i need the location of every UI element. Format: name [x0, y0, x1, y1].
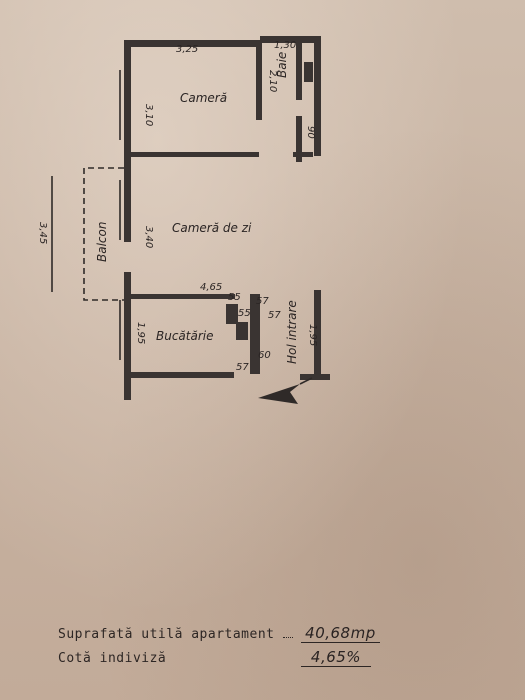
shaft-block — [236, 322, 248, 340]
dim-balcon-length: 3,45 — [37, 222, 48, 244]
partition-hol-stub — [296, 116, 302, 162]
dim-hol-door: 90 — [305, 126, 316, 139]
dim-shaft: 55 — [238, 308, 251, 319]
partition-hol-door — [293, 152, 313, 157]
dim-shaft: 57 — [236, 362, 249, 373]
dim-camera-depth: 3,10 — [143, 104, 154, 126]
dim-camera-width: 3,25 — [176, 44, 198, 55]
wall-bottom-right — [300, 374, 330, 380]
wall-left-mid — [124, 160, 131, 242]
partition-bath-right — [296, 40, 302, 100]
wall-left-upper — [124, 40, 131, 160]
north-arrow-icon — [258, 384, 300, 404]
room-label-camera-de-zi: Cameră de zi — [172, 221, 252, 235]
dim-baie-depth: 2,10 — [267, 70, 278, 92]
balcony-outline — [83, 167, 124, 301]
partition-camera-living — [131, 152, 259, 157]
wall-top-right — [260, 36, 320, 43]
north-arrow-stem — [299, 377, 313, 385]
partition-living-kitchen — [131, 294, 235, 299]
area-label: Suprafată utilă apartament — [58, 627, 275, 642]
dim-shaft: 55 — [228, 292, 241, 303]
wall-bottom — [124, 372, 234, 378]
room-label-bucatarie: Bucătărie — [156, 329, 214, 343]
bath-shaft — [304, 62, 313, 82]
dim-kitchen-width: 4,65 — [200, 282, 222, 293]
room-label-balcon: Balcon — [95, 222, 109, 262]
wall-right-bottom — [314, 290, 321, 380]
partition-kitchen-hol — [250, 294, 260, 374]
dim-shaft: 57 — [268, 310, 281, 321]
room-label-camera: Cameră — [180, 91, 227, 105]
room-label-hol: Hol intrare — [285, 300, 299, 364]
wall-left-lower — [124, 272, 131, 400]
share-value: 4,65% — [300, 648, 372, 667]
room-label-baie: Baie — [275, 52, 289, 78]
area-value: 40,68mp — [301, 624, 380, 643]
shaft-block — [226, 304, 238, 324]
share-row: Cotă indiviză 4,65% — [58, 648, 372, 667]
area-row: Suprafată utilă apartament 40,68mp — [58, 624, 380, 643]
partition-bath-left-upper — [256, 40, 262, 120]
dim-living-depth: 3,40 — [143, 226, 154, 248]
wall-right-top — [314, 36, 321, 156]
dim-shaft: 57 — [256, 296, 269, 307]
dim-kitchen-depth: 1,95 — [135, 322, 146, 344]
wall-top-left — [124, 40, 260, 47]
dim-shaft: 60 — [258, 350, 271, 361]
share-label: Cotă indiviză — [58, 651, 167, 666]
dim-baie-width: 1,30 — [274, 40, 296, 51]
dim-hol-depth: 1,95 — [307, 324, 318, 346]
